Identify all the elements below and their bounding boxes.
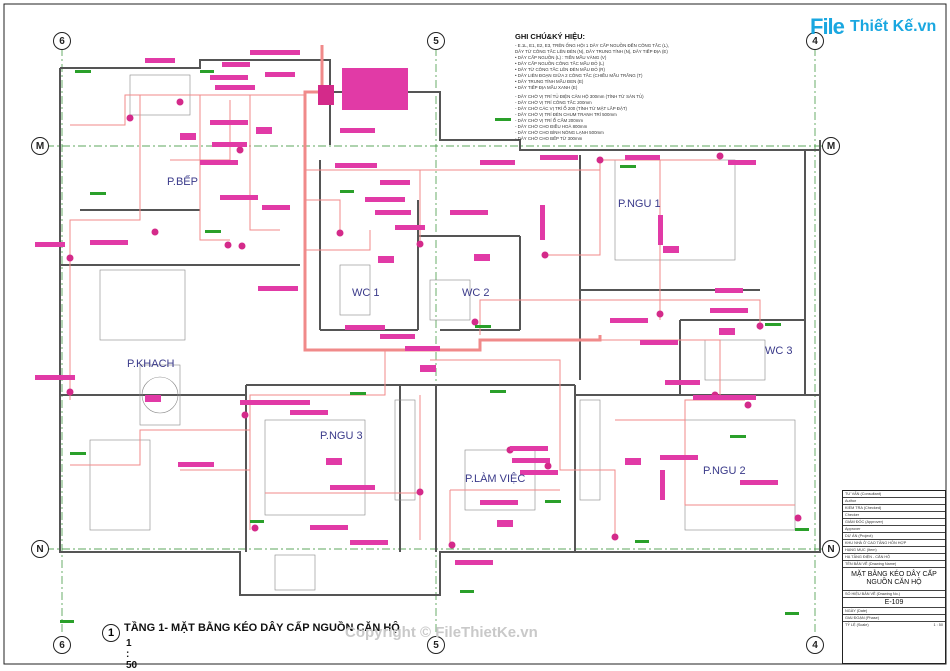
grid-bubble-m-left: M xyxy=(31,137,49,155)
green-notes xyxy=(60,70,809,623)
caption-number: 1 xyxy=(102,624,120,642)
distribution-panel xyxy=(318,85,334,105)
caption-title: TẦNG 1- MẶT BẰNG KÉO DÂY CẤP NGUỒN CĂN H… xyxy=(124,622,400,634)
title-block: TƯ VẤN (Consultant) Author KIỂM TRA (Che… xyxy=(842,490,946,664)
tb-row: HẠNG MỤC (Item) xyxy=(843,547,945,554)
device-markers xyxy=(66,98,802,549)
legend-line: - DÂY CHỜ CHO BẾP TỪ 300mm xyxy=(515,136,583,141)
grid-bubble-6-bottom: 6 xyxy=(53,636,71,654)
legend-line: - DÂY CHỜ VỊ TRÍ Ổ CẮM 200mm xyxy=(515,118,584,123)
tb-row: Checker xyxy=(843,512,945,519)
grid-bubble-n-left: N xyxy=(31,540,49,558)
legend-line: - DÂY CHỜ VỊ TRÍ ĐÈN CHUM TRANH TRÍ 500m… xyxy=(515,112,617,117)
room-label-bedroom-2: P.NGU 2 xyxy=(703,465,746,477)
annotation-tags xyxy=(35,50,778,565)
legend-line: - DÂY CHỜ CHO ĐIỀU HOÀ 800mm xyxy=(515,124,588,129)
legend-line: - DÂY CHỜ CÁC VỊ TRÍ Ổ 200 (TÍNH TỪ MẶT … xyxy=(515,106,628,111)
tb-sheet-name-label: TÊN BẢN VẼ (Drawing Name) xyxy=(843,561,945,568)
legend-line: • DÂY TỪ CÔNG TẮC LÊN ĐÈN MẦU ĐỎ (R) xyxy=(515,67,605,72)
grid-bubble-6-top: 6 xyxy=(53,32,71,50)
tb-footer-row: GIAI ĐOẠN (Phase) xyxy=(843,615,945,622)
logo-rest-text: Thiết Kế.vn xyxy=(850,18,937,35)
grid-bubble-4-bottom: 4 xyxy=(806,636,824,654)
legend-line: - DÂY CHỜ VỊ TRÍ TỦ ĐIỆN CĂN HỘ 300mm (T… xyxy=(515,94,644,99)
legend-line: • DÂY LIÊN ĐOẠN GIỮA 2 CÔNG TẮC (CHIỀU M… xyxy=(515,73,643,78)
grid-bubble-4-top: 4 xyxy=(806,32,824,50)
furniture xyxy=(89,74,796,591)
tb-row: KIỂM TRA (Checked) xyxy=(843,505,945,512)
legend-line: - DÂY CHỜ VỊ TRÍ CÔNG TẮC 200mm xyxy=(515,100,592,105)
logo-file-text: File xyxy=(810,14,845,39)
tb-row: Approver xyxy=(843,526,945,533)
tb-scale-row: TỶ LỆ (Scale) 1 : 50 xyxy=(843,622,945,628)
tb-row: Author xyxy=(843,498,945,505)
tb-row: KHU NHÀ Ở CAO TẦNG HỖN HỢP xyxy=(843,540,945,547)
room-label-bedroom-3: P.NGU 3 xyxy=(320,430,363,442)
room-label-study: P.LÀM VIỆC xyxy=(465,473,526,485)
tb-sheet-title: MẶT BẰNG KÉO DÂY CẤP NGUỒN CĂN HỘ xyxy=(843,568,945,591)
legend-line: • DÂY TRUNG TÍNH MẦU ĐEN (E) xyxy=(515,79,584,84)
legend-notes: GHI CHÚ&KÝ HIỆU: - E.1L, E1, E2, E3, TRÊ… xyxy=(515,32,685,142)
tb-scale-label: TỶ LỆ (Scale) xyxy=(845,623,869,627)
legend-title: GHI CHÚ&KÝ HIỆU: xyxy=(515,32,586,41)
room-label-wc-2: WC 2 xyxy=(462,287,490,299)
room-label-bedroom-1: P.NGU 1 xyxy=(618,198,661,210)
legend-line: • DÂY CẤP NGUỒN (L) : TIẾN MẦU VÀNG (V) xyxy=(515,55,607,60)
caption-scale: 1 : 50 xyxy=(126,638,138,671)
legend-line: • DÂY TIẾP ĐỊA MẦU XANH (E) xyxy=(515,85,578,90)
legend-line: • DÂY CẤP NGUỒN CÔNG TẮC MẦU ĐỎ (L) xyxy=(515,61,605,66)
site-logo: File Thiết Kế.vn xyxy=(810,12,940,44)
grid-bubble-n-right: N xyxy=(822,540,840,558)
room-label-wc-1: WC 1 xyxy=(352,287,380,299)
tb-scale-value: 1 : 50 xyxy=(933,623,944,627)
grid-bubble-5-top: 5 xyxy=(427,32,445,50)
walls xyxy=(59,59,821,596)
grid-bubble-m-right: M xyxy=(822,137,840,155)
sheet-border xyxy=(3,3,947,665)
tb-sheet-no: E-109 xyxy=(843,598,945,608)
legend-line: DÂY TỪ CÔNG TẮC LÊN ĐÈN (N), DÂY TRUNG T… xyxy=(515,49,668,54)
room-label-living: P.KHACH xyxy=(127,358,175,370)
room-label-wc-3: WC 3 xyxy=(765,345,793,357)
room-label-kitchen: P.BẾP xyxy=(167,176,198,188)
tb-row: GIÁM ĐỐC (Approver) xyxy=(843,519,945,526)
tb-row: TƯ VẤN (Consultant) xyxy=(843,491,945,498)
tb-footer-row: NGÀY (Date) xyxy=(843,608,945,615)
tb-row: DỰ ÁN (Project) xyxy=(843,533,945,540)
tb-row: HẠ TẦNG ĐIỆN - CĂN HỘ xyxy=(843,554,945,561)
legend-line: - DÂY CHỜ CHO BÌNH NÓNG LẠNH 500mm xyxy=(515,130,604,135)
grid-bubble-5-bottom: 5 xyxy=(427,636,445,654)
legend-line: - E.1L, E1, E2, E3, TRÊN ỐNG HỘI 1 DÂY C… xyxy=(515,43,669,48)
copyright-watermark: Copyright © FileThietKe.vn xyxy=(345,624,538,641)
tb-sheet-no-label: SỐ HIỆU BẢN VẼ (Drawing No.) xyxy=(843,591,945,598)
area-tags xyxy=(145,127,735,527)
